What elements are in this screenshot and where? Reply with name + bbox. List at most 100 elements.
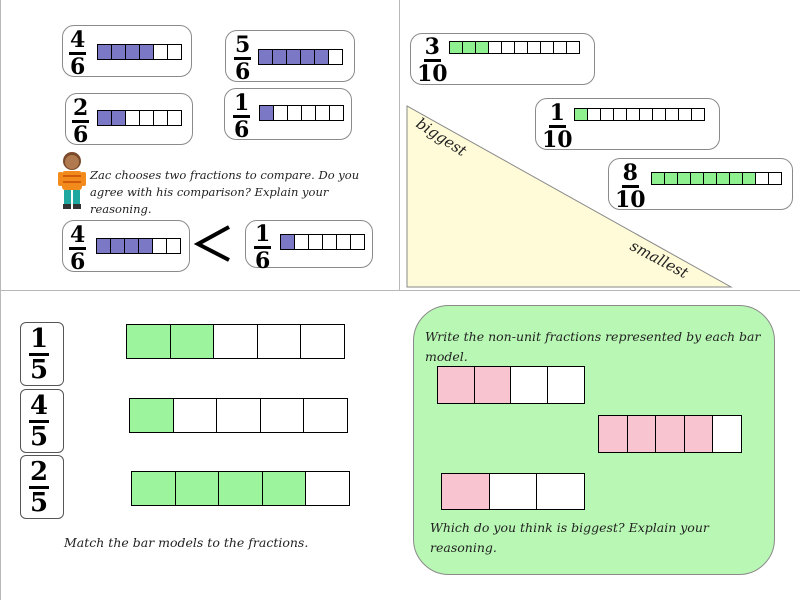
fraction-card: 4 6 [62, 220, 190, 275]
fraction: 1 6 [233, 90, 251, 143]
bar-cell-filled [626, 415, 657, 453]
denominator: 6 [234, 117, 250, 143]
bar-model [651, 172, 782, 185]
bar-cell-empty [167, 110, 182, 126]
bar-cell-filled [131, 471, 176, 506]
denominator: 5 [30, 422, 49, 452]
bar-model [574, 108, 705, 121]
less-than-sign [193, 225, 230, 262]
fraction-number-card: 4 5 [20, 389, 64, 453]
fraction-number-card: 2 5 [20, 455, 64, 519]
bar-cell-empty [322, 234, 337, 250]
panel-question-text: Write the non-unit fractions represented… [425, 329, 761, 364]
bar-cell-filled [126, 324, 171, 359]
fraction: 2 6 [72, 97, 90, 148]
bar-cell-filled [683, 415, 714, 453]
frame-left-line [0, 0, 1, 600]
bar-model [129, 398, 348, 433]
numerator: 1 [233, 90, 251, 118]
bar-cell-empty [216, 398, 261, 433]
bar-model [97, 110, 182, 126]
bar-model [97, 44, 182, 60]
bar-cell-empty [755, 172, 769, 185]
denominator: 10 [615, 187, 646, 213]
bar-cell-filled [462, 41, 476, 54]
bar-model [449, 41, 580, 54]
numerator: 8 [621, 160, 639, 188]
match-instruction: Match the bar models to the fractions. [64, 535, 309, 550]
denominator: 6 [235, 59, 251, 85]
numerator: 2 [29, 457, 50, 489]
bar-cell-empty [166, 238, 181, 254]
bar-cell-empty [153, 44, 168, 60]
bar-cell-filled [449, 41, 463, 54]
bar-cell-filled [437, 366, 475, 404]
fraction: 2 5 [29, 457, 50, 516]
fraction: 5 6 [234, 32, 252, 85]
bar-model [131, 471, 350, 506]
frame-divider-vertical [399, 0, 400, 290]
fraction-card: 1 6 [224, 88, 352, 143]
bar-cell-filled [272, 49, 287, 65]
numerator: 4 [69, 27, 87, 55]
bar-cell-filled [314, 49, 329, 65]
bar-cell-filled [742, 172, 756, 185]
fraction: 4 6 [69, 222, 87, 275]
bar-cell-empty [303, 398, 348, 433]
bar-cell-filled [441, 473, 490, 510]
fraction: 1 10 [542, 102, 573, 151]
bar-cell-filled [124, 238, 139, 254]
bar-cell-filled [111, 44, 126, 60]
denominator: 5 [30, 355, 49, 385]
bar-cell-empty [328, 49, 343, 65]
fraction-card: 4 6 [62, 25, 192, 80]
denominator: 6 [70, 54, 86, 80]
bar-cell-filled [261, 471, 307, 506]
panel-followup-text: Which do you think is biggest? Explain y… [430, 520, 709, 555]
bar-cell-empty [213, 324, 258, 359]
fraction-card: 1 6 [245, 220, 373, 272]
bar-cell-empty [536, 473, 585, 510]
denominator: 6 [70, 249, 86, 275]
bar-cell-empty [488, 41, 502, 54]
bar-model [258, 49, 343, 65]
bar-cell-filled [475, 41, 489, 54]
bar-cell-empty [172, 398, 218, 433]
bar-cell-empty [527, 41, 541, 54]
bar-cell-filled [138, 238, 153, 254]
boy-figure-icon [58, 152, 86, 209]
fraction-card: 5 6 [225, 30, 355, 85]
bar-cell-filled [174, 471, 220, 506]
bar-cell-filled [139, 44, 154, 60]
denominator: 6 [255, 248, 271, 274]
bar-cell-filled [97, 110, 112, 126]
bar-cell-empty [488, 473, 538, 510]
bar-cell-filled [280, 234, 295, 250]
bar-cell-filled [300, 49, 315, 65]
bar-cell-empty [691, 108, 705, 121]
bar-cell-filled [259, 105, 274, 121]
bar-cell-empty [540, 41, 554, 54]
bar-cell-empty [350, 234, 365, 250]
bar-cell-empty [566, 41, 580, 54]
bar-cell-empty [294, 234, 309, 250]
fraction: 1 5 [29, 326, 50, 385]
bar-cell-filled [125, 44, 140, 60]
bar-cell-filled [473, 366, 512, 404]
fraction: 4 6 [69, 27, 87, 80]
bar-cell-empty [514, 41, 528, 54]
bar-cell-filled [169, 324, 215, 359]
bar-cell-filled [286, 49, 301, 65]
denominator: 6 [73, 122, 89, 148]
numerator: 5 [234, 32, 252, 60]
fraction-card: 8 10 [608, 158, 793, 213]
bar-model [598, 415, 742, 453]
fraction-number-card: 1 5 [20, 322, 64, 386]
fraction-card: 2 6 [65, 93, 193, 148]
numerator: 4 [69, 222, 87, 250]
fraction: 4 5 [29, 393, 50, 452]
bar-cell-empty [305, 471, 350, 506]
fraction-card: 1 10 [535, 98, 720, 151]
bar-cell-empty [308, 234, 323, 250]
bar-cell-filled [97, 44, 112, 60]
